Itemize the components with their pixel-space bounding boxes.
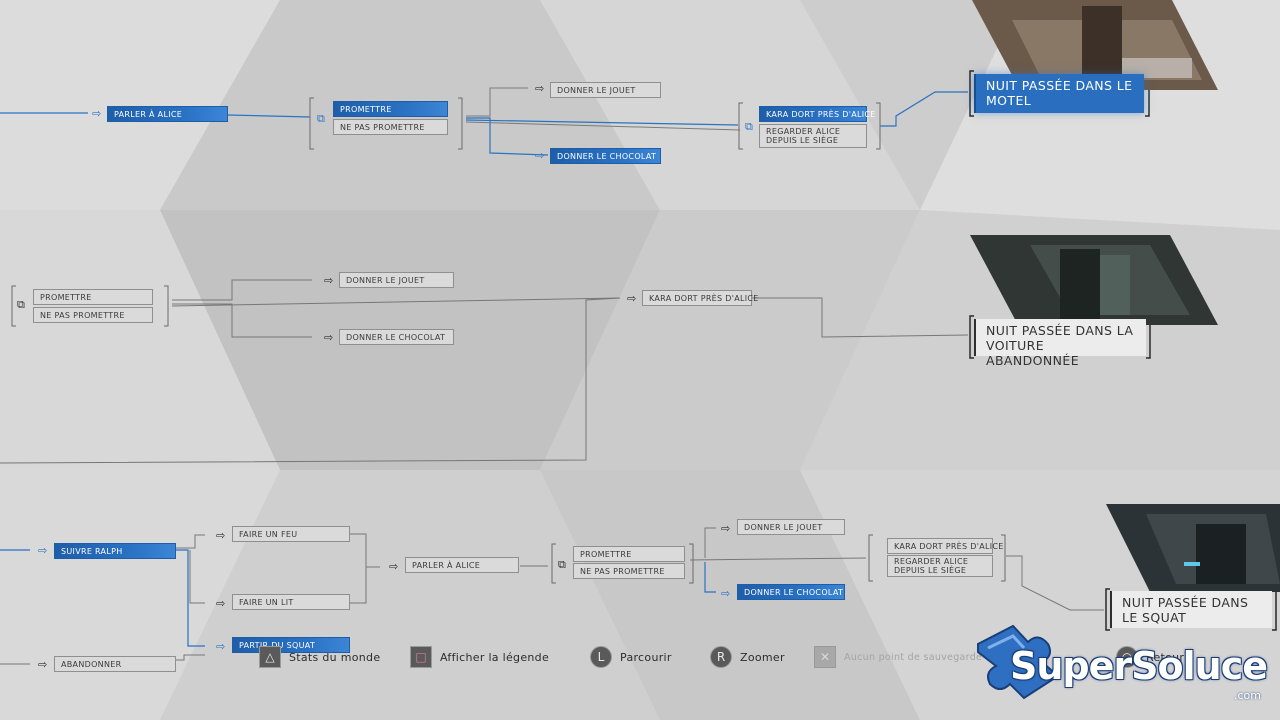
ending-voiture-abandonnee[interactable]: Nuit passée dans la voiture abandonnée: [974, 319, 1146, 368]
aucun-point-button: ✕ Aucun point de sauvegarde sélectionné: [814, 645, 1043, 669]
node-ne-pas-promettre-bottom[interactable]: Ne pas promettre: [573, 563, 685, 579]
node-suivre-ralph[interactable]: Suivre Ralph: [54, 543, 176, 559]
squat-scene-thumbnail: [1106, 504, 1280, 592]
node-promettre[interactable]: Promettre: [333, 101, 448, 117]
node-ne-pas-promettre[interactable]: Ne pas promettre: [333, 119, 448, 135]
node-regarder-alice-bottom[interactable]: Regarder Alice depuis le siège: [887, 555, 993, 577]
node-kara-dort[interactable]: Kara dort près d'Alice: [759, 106, 875, 122]
arrow-icon: ⇨: [721, 522, 731, 535]
arrow-icon: ⇨: [389, 560, 399, 573]
node-label: Donner le chocolat: [557, 151, 657, 161]
node-label: Kara dort près d'Alice: [649, 293, 759, 303]
arrow-icon: ⇨: [535, 149, 545, 162]
node-label: Donner le jouet: [744, 522, 823, 532]
arrow-icon: ⇨: [216, 640, 226, 653]
node-label: Kara dort près d'Alice: [894, 541, 1004, 551]
node-kara-dort-bottom[interactable]: Kara dort près d'Alice: [887, 538, 1003, 554]
arrow-icon: ⇨: [92, 107, 102, 120]
node-donner-chocolat[interactable]: Donner le chocolat: [550, 148, 661, 164]
node-label: Promettre: [580, 549, 632, 559]
arrow-icon: ⇨: [38, 544, 48, 557]
copy-icon: ⧉: [558, 558, 566, 571]
node-donner-jouet-middle[interactable]: Donner le jouet: [339, 272, 454, 288]
node-label: Ne pas promettre: [340, 122, 425, 132]
node-promettre-middle[interactable]: Promettre: [33, 289, 153, 305]
cross-button-icon: ✕: [814, 646, 836, 668]
ending-label: Nuit passée dans le motel: [986, 78, 1133, 108]
node-donner-chocolat-middle[interactable]: Donner le chocolat: [339, 329, 454, 345]
arrow-icon: ⇨: [721, 587, 731, 600]
node-label: Ne pas promettre: [40, 310, 125, 320]
retour-label: Retour: [1146, 650, 1185, 664]
zoomer-label: Zoomer: [740, 650, 785, 664]
abandoned-car-scene-thumbnail: [970, 235, 1218, 325]
node-label: Promettre: [340, 104, 392, 114]
node-label: Faire un feu: [239, 529, 298, 539]
node-label: Partir du squat: [239, 640, 316, 650]
node-label: Donner le chocolat: [744, 587, 844, 597]
copy-icon: ⧉: [17, 298, 25, 311]
node-label: Kara dort près d'Alice: [766, 109, 876, 119]
copy-icon: ⧉: [317, 112, 325, 125]
node-label: Donner le jouet: [346, 275, 425, 285]
node-donner-chocolat-bottom[interactable]: Donner le chocolat: [737, 584, 845, 600]
arrow-icon: ⇨: [324, 331, 334, 344]
right-stick-icon: R: [710, 646, 732, 668]
supersoluce-puzzle-logo: [977, 624, 1060, 700]
node-parler-alice[interactable]: Parler à Alice: [107, 106, 228, 122]
parcourir-label: Parcourir: [620, 650, 672, 664]
node-label: Promettre: [40, 292, 92, 302]
aucun-point-label: Aucun point de sauvegarde sélectionné: [844, 651, 1044, 663]
node-promettre-bottom[interactable]: Promettre: [573, 546, 685, 562]
legende-label: Afficher la légende: [440, 650, 550, 664]
node-label: Parler à Alice: [114, 109, 183, 119]
node-label: Ne pas promettre: [580, 566, 665, 576]
arrow-icon: ⇨: [216, 529, 226, 542]
copy-icon: ⧉: [745, 120, 753, 133]
node-faire-lit[interactable]: Faire un lit: [232, 594, 350, 610]
stats-label: Stats du monde: [289, 650, 381, 664]
node-donner-jouet[interactable]: Donner le jouet: [550, 82, 661, 98]
node-ne-pas-promettre-middle[interactable]: Ne pas promettre: [33, 307, 153, 323]
circle-button-icon: ○: [1116, 646, 1138, 668]
node-label: Regarder Alice depuis le siège: [766, 127, 841, 145]
ending-squat[interactable]: Nuit passée dans le squat: [1110, 591, 1272, 628]
node-parler-alice-bottom[interactable]: Parler à Alice: [405, 557, 519, 573]
node-label: Parler à Alice: [412, 560, 481, 570]
ending-label: Nuit passée dans le squat: [1122, 595, 1249, 625]
node-label: Donner le chocolat: [346, 332, 446, 342]
arrow-icon: ⇨: [216, 597, 226, 610]
node-label: Abandonner: [61, 659, 122, 669]
retour-button[interactable]: ○ Retour: [1116, 645, 1184, 669]
stats-du-monde-button[interactable]: △ Stats du monde: [259, 645, 380, 669]
arrow-icon: ⇨: [627, 292, 637, 305]
motel-scene-thumbnail: [972, 0, 1218, 90]
zoomer-button[interactable]: R Zoomer: [710, 645, 785, 669]
arrow-icon: ⇨: [324, 274, 334, 287]
node-label: Regarder Alice depuis le siège: [894, 557, 969, 575]
supersoluce-domain-text: .com: [1234, 689, 1261, 702]
afficher-legende-button[interactable]: □ Afficher la légende: [410, 645, 549, 669]
arrow-icon: ⇨: [535, 82, 545, 95]
left-stick-icon: L: [590, 646, 612, 668]
node-regarder-alice[interactable]: Regarder Alice depuis le siège: [759, 124, 867, 148]
node-label: Faire un lit: [239, 597, 294, 607]
ending-label: Nuit passée dans la voiture abandonnée: [986, 323, 1134, 368]
node-faire-feu[interactable]: Faire un feu: [232, 526, 350, 542]
node-label: Donner le jouet: [557, 85, 636, 95]
node-donner-jouet-bottom[interactable]: Donner le jouet: [737, 519, 845, 535]
arrow-icon: ⇨: [38, 658, 48, 671]
parcourir-button[interactable]: L Parcourir: [590, 645, 672, 669]
node-kara-dort-middle[interactable]: Kara dort près d'Alice: [642, 290, 758, 306]
ending-motel[interactable]: Nuit passée dans le motel: [974, 74, 1144, 113]
supersoluce-brand-text: SuperSoluce: [1010, 644, 1268, 688]
square-button-icon: □: [410, 646, 432, 668]
node-label: Suivre Ralph: [61, 546, 123, 556]
triangle-button-icon: △: [259, 646, 281, 668]
node-abandonner[interactable]: Abandonner: [54, 656, 176, 672]
